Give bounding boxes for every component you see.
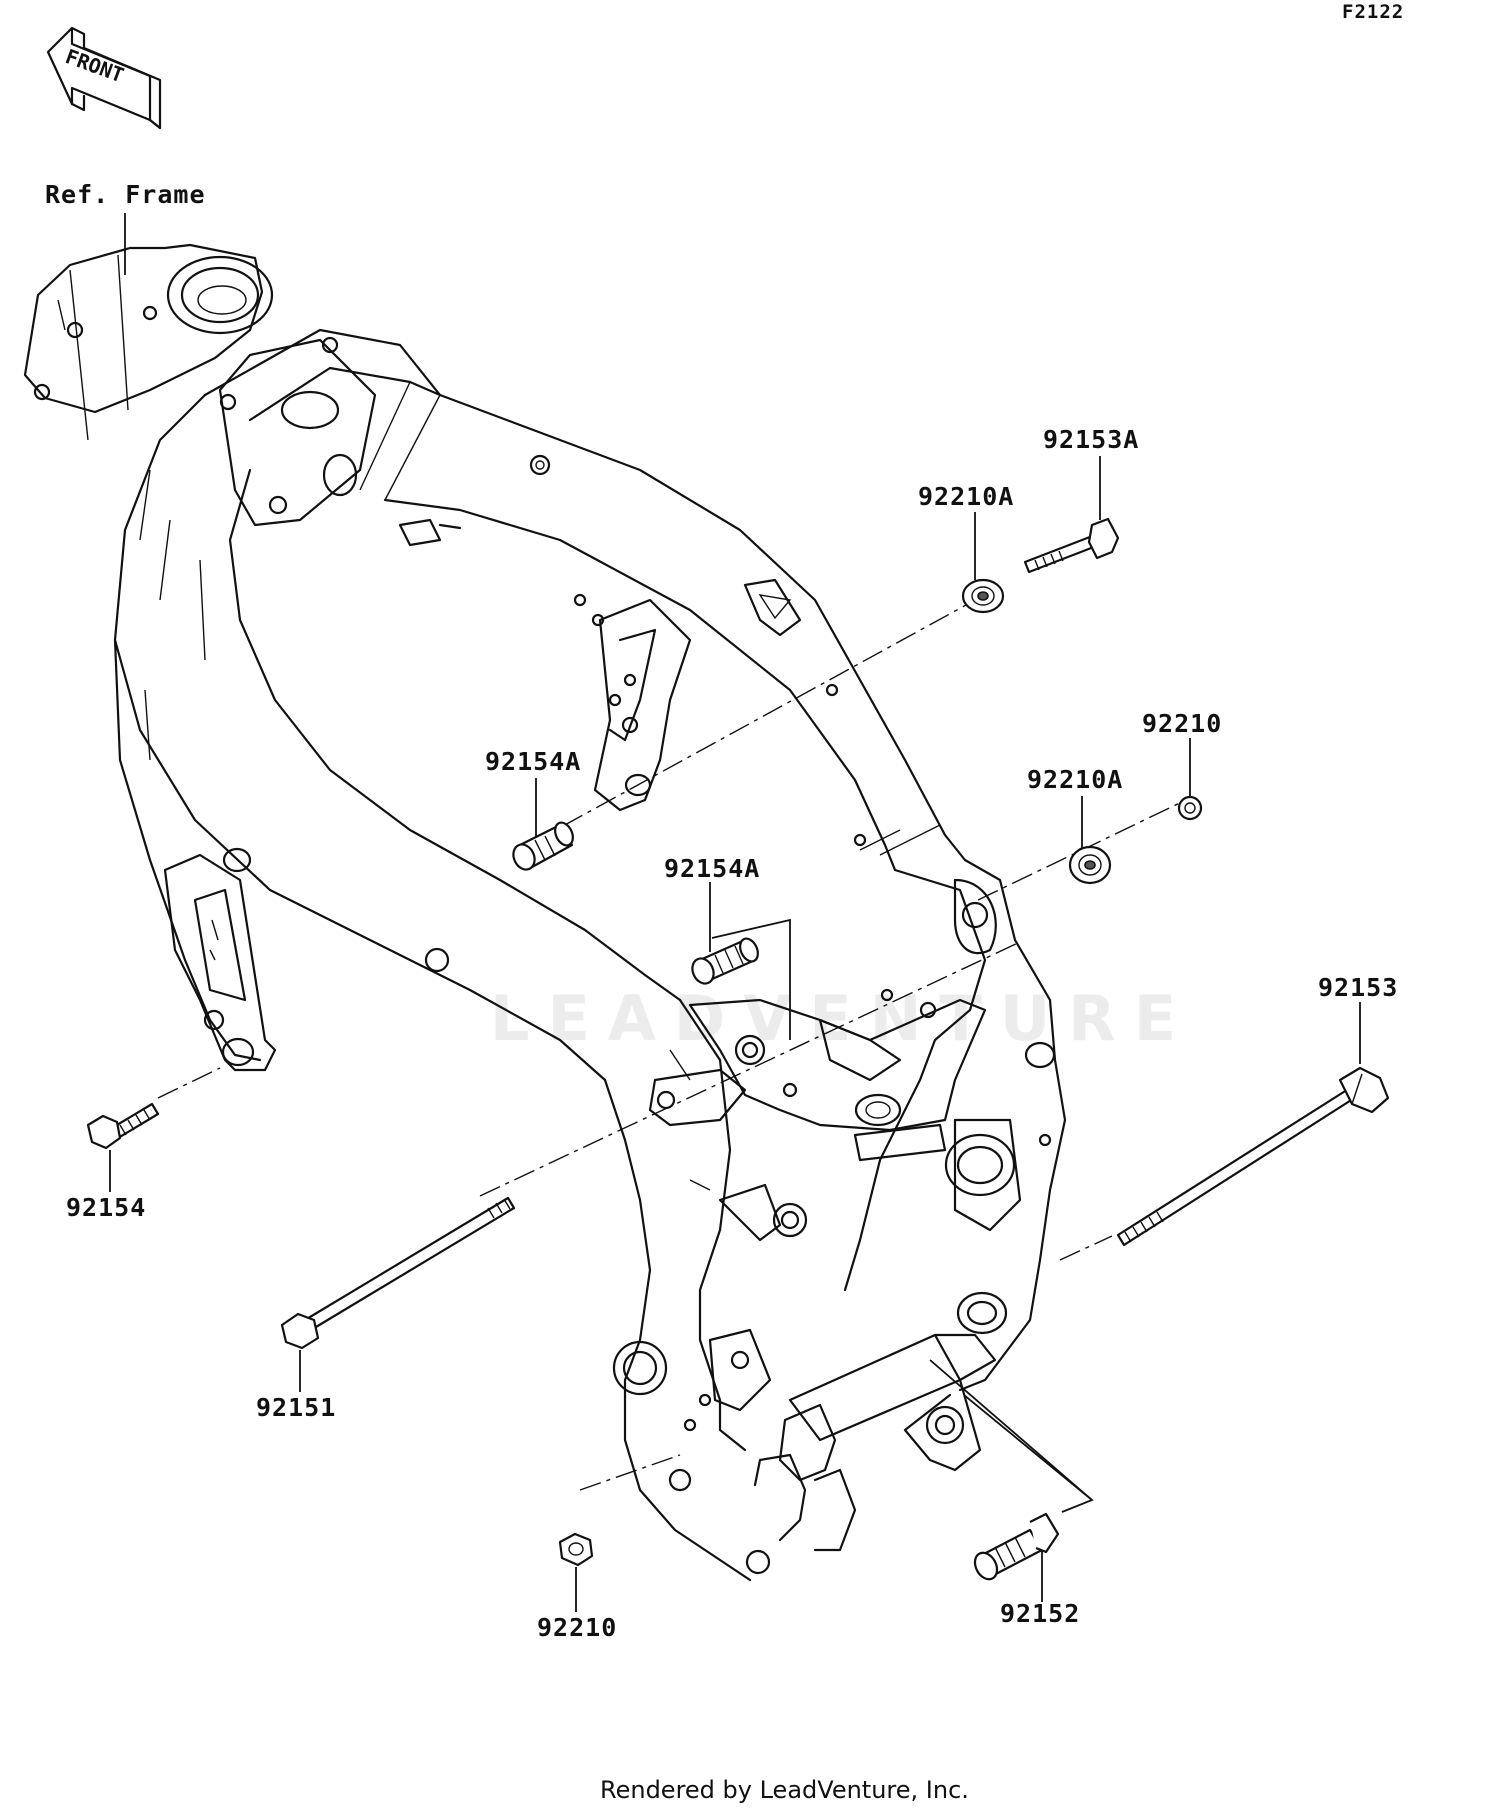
part-label-92152: 92152 xyxy=(1000,1599,1080,1628)
collar-92154A-upper-icon xyxy=(512,821,574,871)
front-label: FRONT xyxy=(62,44,127,87)
part-label-92210-right: 92210 xyxy=(1142,709,1222,738)
bolt-92151-icon xyxy=(280,1196,516,1350)
nut-92210A-mid-icon xyxy=(1068,845,1112,885)
render-credit: Rendered by LeadVenture, Inc. xyxy=(600,1776,969,1804)
part-label-92154A-lower: 92154A xyxy=(664,854,760,883)
bolt-92153A-icon xyxy=(1023,517,1120,574)
ref-frame-label: Ref. Frame xyxy=(45,180,206,209)
collar-92152-icon xyxy=(973,1512,1060,1581)
nut-92210A-top-icon xyxy=(961,578,1005,614)
collar-92154A-lower-icon xyxy=(691,937,759,985)
part-label-92153: 92153 xyxy=(1318,973,1398,1002)
part-label-92154: 92154 xyxy=(66,1193,146,1222)
figure-code: F2122 xyxy=(1342,1,1404,23)
part-label-92153A: 92153A xyxy=(1043,425,1139,454)
bolt-92154-icon xyxy=(86,1102,160,1150)
part-label-92154A-upper: 92154A xyxy=(485,747,581,776)
leader-lines xyxy=(109,456,1361,1612)
nut-92210-bottom-icon xyxy=(558,1532,594,1567)
front-arrow-icon: FRONT xyxy=(46,26,162,130)
part-label-92210A-mid: 92210A xyxy=(1027,765,1123,794)
frame-body xyxy=(23,243,1067,1582)
watermark: LEADVENTURE xyxy=(490,982,1194,1055)
part-label-92210A-top: 92210A xyxy=(918,482,1014,511)
part-label-92210-bottom: 92210 xyxy=(537,1613,617,1642)
part-label-92151: 92151 xyxy=(256,1393,336,1422)
bolt-92153-icon xyxy=(1116,1066,1390,1247)
nut-92210-right-icon xyxy=(1177,795,1203,821)
